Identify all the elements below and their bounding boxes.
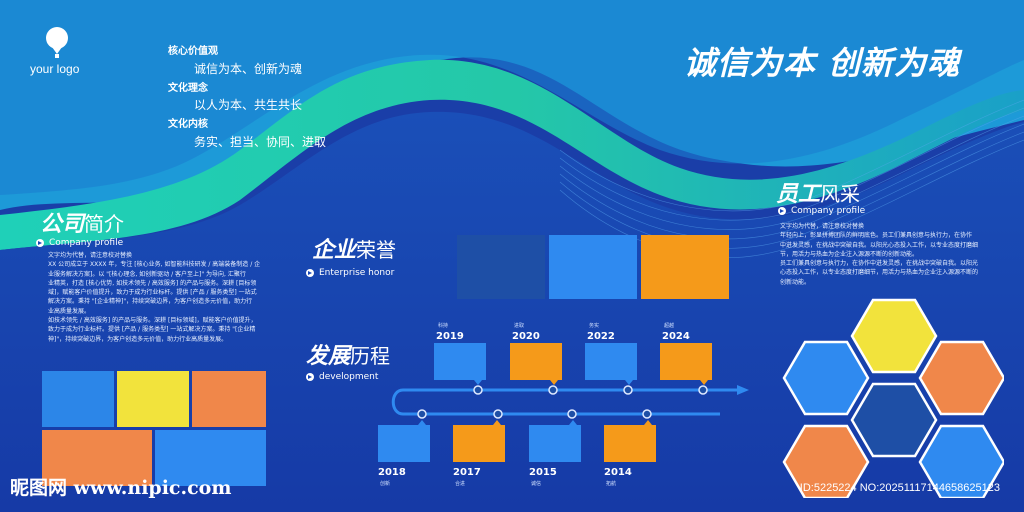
staff-title: 员工风采 [776, 176, 860, 208]
staff-paragraph: 文字均为代替，请注意校对替换 年轻向上，彰显拼搏团队的鲜明底色。员工们兼具创意与… [780, 222, 1002, 287]
value-heading: 文化理念 [168, 82, 208, 94]
timeline-card [378, 420, 430, 462]
profile-line: 域]，赋能客户价值提升，致力于成为行业标杆。提供 [产品 / 服务类型] 一站式 [48, 289, 257, 297]
timeline-year: 2017 [453, 467, 481, 478]
development-title-art: 发展 [306, 343, 351, 369]
timeline-year: 2024 [662, 331, 690, 342]
profile-line: 致力于成为行业标杆。提供 [产品 / 服务类型] 一站式解决方案。秉持 "[企业… [48, 326, 256, 334]
hexagon-photo [918, 340, 1004, 416]
timeline-tag: 科持 [438, 323, 449, 329]
value-heading: 文化内核 [168, 119, 208, 130]
timeline-card [453, 420, 505, 462]
development-subtitle: development [306, 372, 378, 382]
development-title-plain: 历程 [350, 344, 391, 368]
hexagon-photo [782, 424, 870, 498]
slogan: 诚信为本 创新为魂 [683, 44, 960, 82]
profile-title-art: 公司 [40, 211, 85, 237]
timeline-card [660, 343, 712, 385]
timeline-card [434, 343, 486, 385]
staff-line: 中迸发灵感，在挑战中突破自我。以阳光心态投入工作，以专业态度打磨细 [780, 241, 979, 249]
value-text: 务实、担当、协同、进取 [194, 134, 327, 149]
profile-line: 如技术领先 / 高效服务] 的产品与服务。深耕 [目标领域]，赋能客户价值提升， [48, 317, 257, 325]
hexagon-photo [918, 424, 1004, 498]
hexagon-photo [850, 298, 938, 374]
development-title: 发展历程 [306, 338, 390, 370]
logo-text: your logo [30, 62, 80, 76]
staff-line: 年轻向上，彰显拼搏团队的鲜明底色。员工们兼具创意与执行力，在协作 [780, 232, 973, 240]
timeline-tag: 进取 [514, 323, 525, 329]
hexagon-photo [850, 382, 938, 458]
balloon-logo-icon [46, 27, 68, 58]
staff-title-plain: 风采 [820, 182, 861, 206]
timeline-card [604, 420, 656, 462]
timeline-track [391, 385, 749, 419]
development-subtitle-text: development [319, 372, 379, 382]
timeline-tag: 拓航 [606, 481, 617, 487]
timeline-tag: 创新 [380, 481, 391, 487]
timeline-tag: 诚信 [531, 481, 542, 487]
profile-subtitle: Company profile [36, 238, 123, 248]
staff-line: 节，用活力与热血为企业注入源源不断的创新动能。 [780, 250, 919, 258]
timeline-year: 2022 [587, 331, 615, 342]
timeline-year: 2019 [436, 331, 464, 342]
arrow-bullet-icon [306, 373, 314, 381]
photo-block [155, 430, 266, 486]
timeline-tag: 合进 [455, 481, 466, 487]
honor-image [457, 235, 545, 299]
staff-subtitle-text: Company profile [791, 206, 866, 216]
profile-title-plain: 简介 [84, 212, 125, 236]
honor-title-plain: 荣誉 [356, 238, 397, 262]
profile-line: XX 公司成立于 XXXX 年，专注 [核心业务, 如智能科技研发 / 高端装备… [48, 261, 261, 269]
timeline-node [417, 385, 708, 419]
profile-line: 神]"，持续突破边界，为客户创造多元价值，助力行业高质量发展。 [48, 335, 228, 343]
profile-line: 文字均为代替，请注意校对替换 [48, 252, 133, 259]
culture-values: 核心价值观 诚信为本、创新为魂 文化理念 以人为本、共生共长 文化内核 务实、担… [168, 46, 326, 156]
profile-line: 解决方案。秉持 "[企业精神]"，持续突破边界，为客户创造多元价值，助力行 [48, 298, 253, 306]
photo-block [117, 371, 189, 427]
photo-block [192, 371, 266, 427]
photo-block [42, 371, 114, 427]
staff-line: 文字均为代替，请注意校对替换 [780, 223, 865, 230]
arrow-bullet-icon [778, 207, 786, 215]
hexagon-gallery [782, 298, 1004, 498]
profile-line: 业服务解决方案]。以 "[核心理念, 如创新驱动 / 客户至上]" 为导向, 汇… [48, 270, 246, 278]
profile-paragraph: 文字均为代替，请注意校对替换 XX 公司成立于 XXXX 年，专注 [核心业务,… [48, 251, 274, 344]
value-text: 以人为本、共生共长 [194, 98, 303, 112]
honor-title-art: 企业 [312, 237, 357, 263]
arrow-bullet-icon [306, 269, 314, 277]
honor-subtitle: Enterprise honor [306, 268, 394, 278]
staff-title-art: 员工 [776, 181, 821, 207]
honor-image [549, 235, 637, 299]
timeline-year: 2020 [512, 331, 540, 342]
timeline-card [585, 343, 637, 385]
honor-image [641, 235, 729, 299]
profile-title: 公司简介 [40, 206, 124, 238]
watermark-right: ID:5225224 NO:20251117144658625123 [799, 482, 1000, 494]
staff-subtitle: Company profile [778, 206, 865, 216]
profile-subtitle-text: Company profile [49, 238, 124, 248]
value-text: 诚信为本、创新为魂 [194, 61, 303, 76]
timeline-tag: 务实 [589, 323, 600, 329]
honor-title: 企业荣誉 [312, 232, 396, 264]
timeline-card [510, 343, 562, 385]
staff-line: 员工们兼具创意与执行力，在协作中迸发灵感，在挑战中突破自我。以阳光 [780, 260, 979, 268]
staff-line: 创新动能。 [780, 278, 811, 286]
timeline-year: 2015 [529, 467, 557, 478]
value-heading: 核心价值观 [168, 46, 218, 57]
honor-subtitle-text: Enterprise honor [319, 268, 395, 278]
timeline-year: 2018 [378, 467, 406, 478]
arrow-bullet-icon [36, 239, 44, 247]
profile-line: 业高质量发展。 [48, 307, 91, 315]
hexagon-photo [782, 340, 870, 416]
photo-block [42, 430, 152, 486]
staff-line: 心态投入工作，以专业态度打磨细节，用活力与热血为企业注入源源不断的 [780, 269, 979, 277]
watermark-left: 昵图网 www.nipic.com [10, 477, 232, 499]
profile-line: 业精英，打造 [核心优势, 如技术领先 / 高效服务] 的产品与服务。深耕 [目… [48, 279, 257, 287]
timeline-card [529, 420, 581, 462]
timeline-tag: 超越 [664, 323, 675, 329]
timeline-year: 2014 [604, 467, 632, 478]
